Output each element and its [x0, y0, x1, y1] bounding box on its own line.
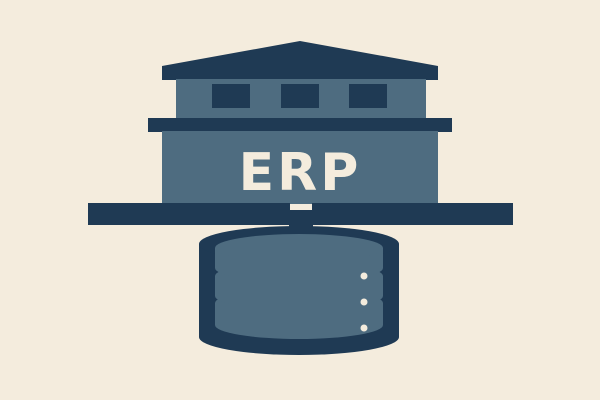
erp-label: ERP — [239, 143, 362, 203]
building-body — [162, 131, 438, 204]
building-window-2 — [281, 84, 319, 108]
building-ledge — [148, 118, 452, 132]
building-icon: ERP — [148, 41, 452, 204]
building-window-3 — [349, 84, 387, 108]
database-light-1 — [360, 272, 368, 280]
database-light-2 — [360, 298, 368, 306]
database-icon — [199, 226, 399, 355]
building-window-1 — [212, 84, 250, 108]
database-light-3 — [360, 324, 368, 332]
connector-stem — [289, 210, 313, 233]
platform-left — [88, 203, 290, 225]
building-roof — [162, 41, 438, 80]
platform-right — [312, 203, 513, 225]
platform — [88, 203, 513, 233]
